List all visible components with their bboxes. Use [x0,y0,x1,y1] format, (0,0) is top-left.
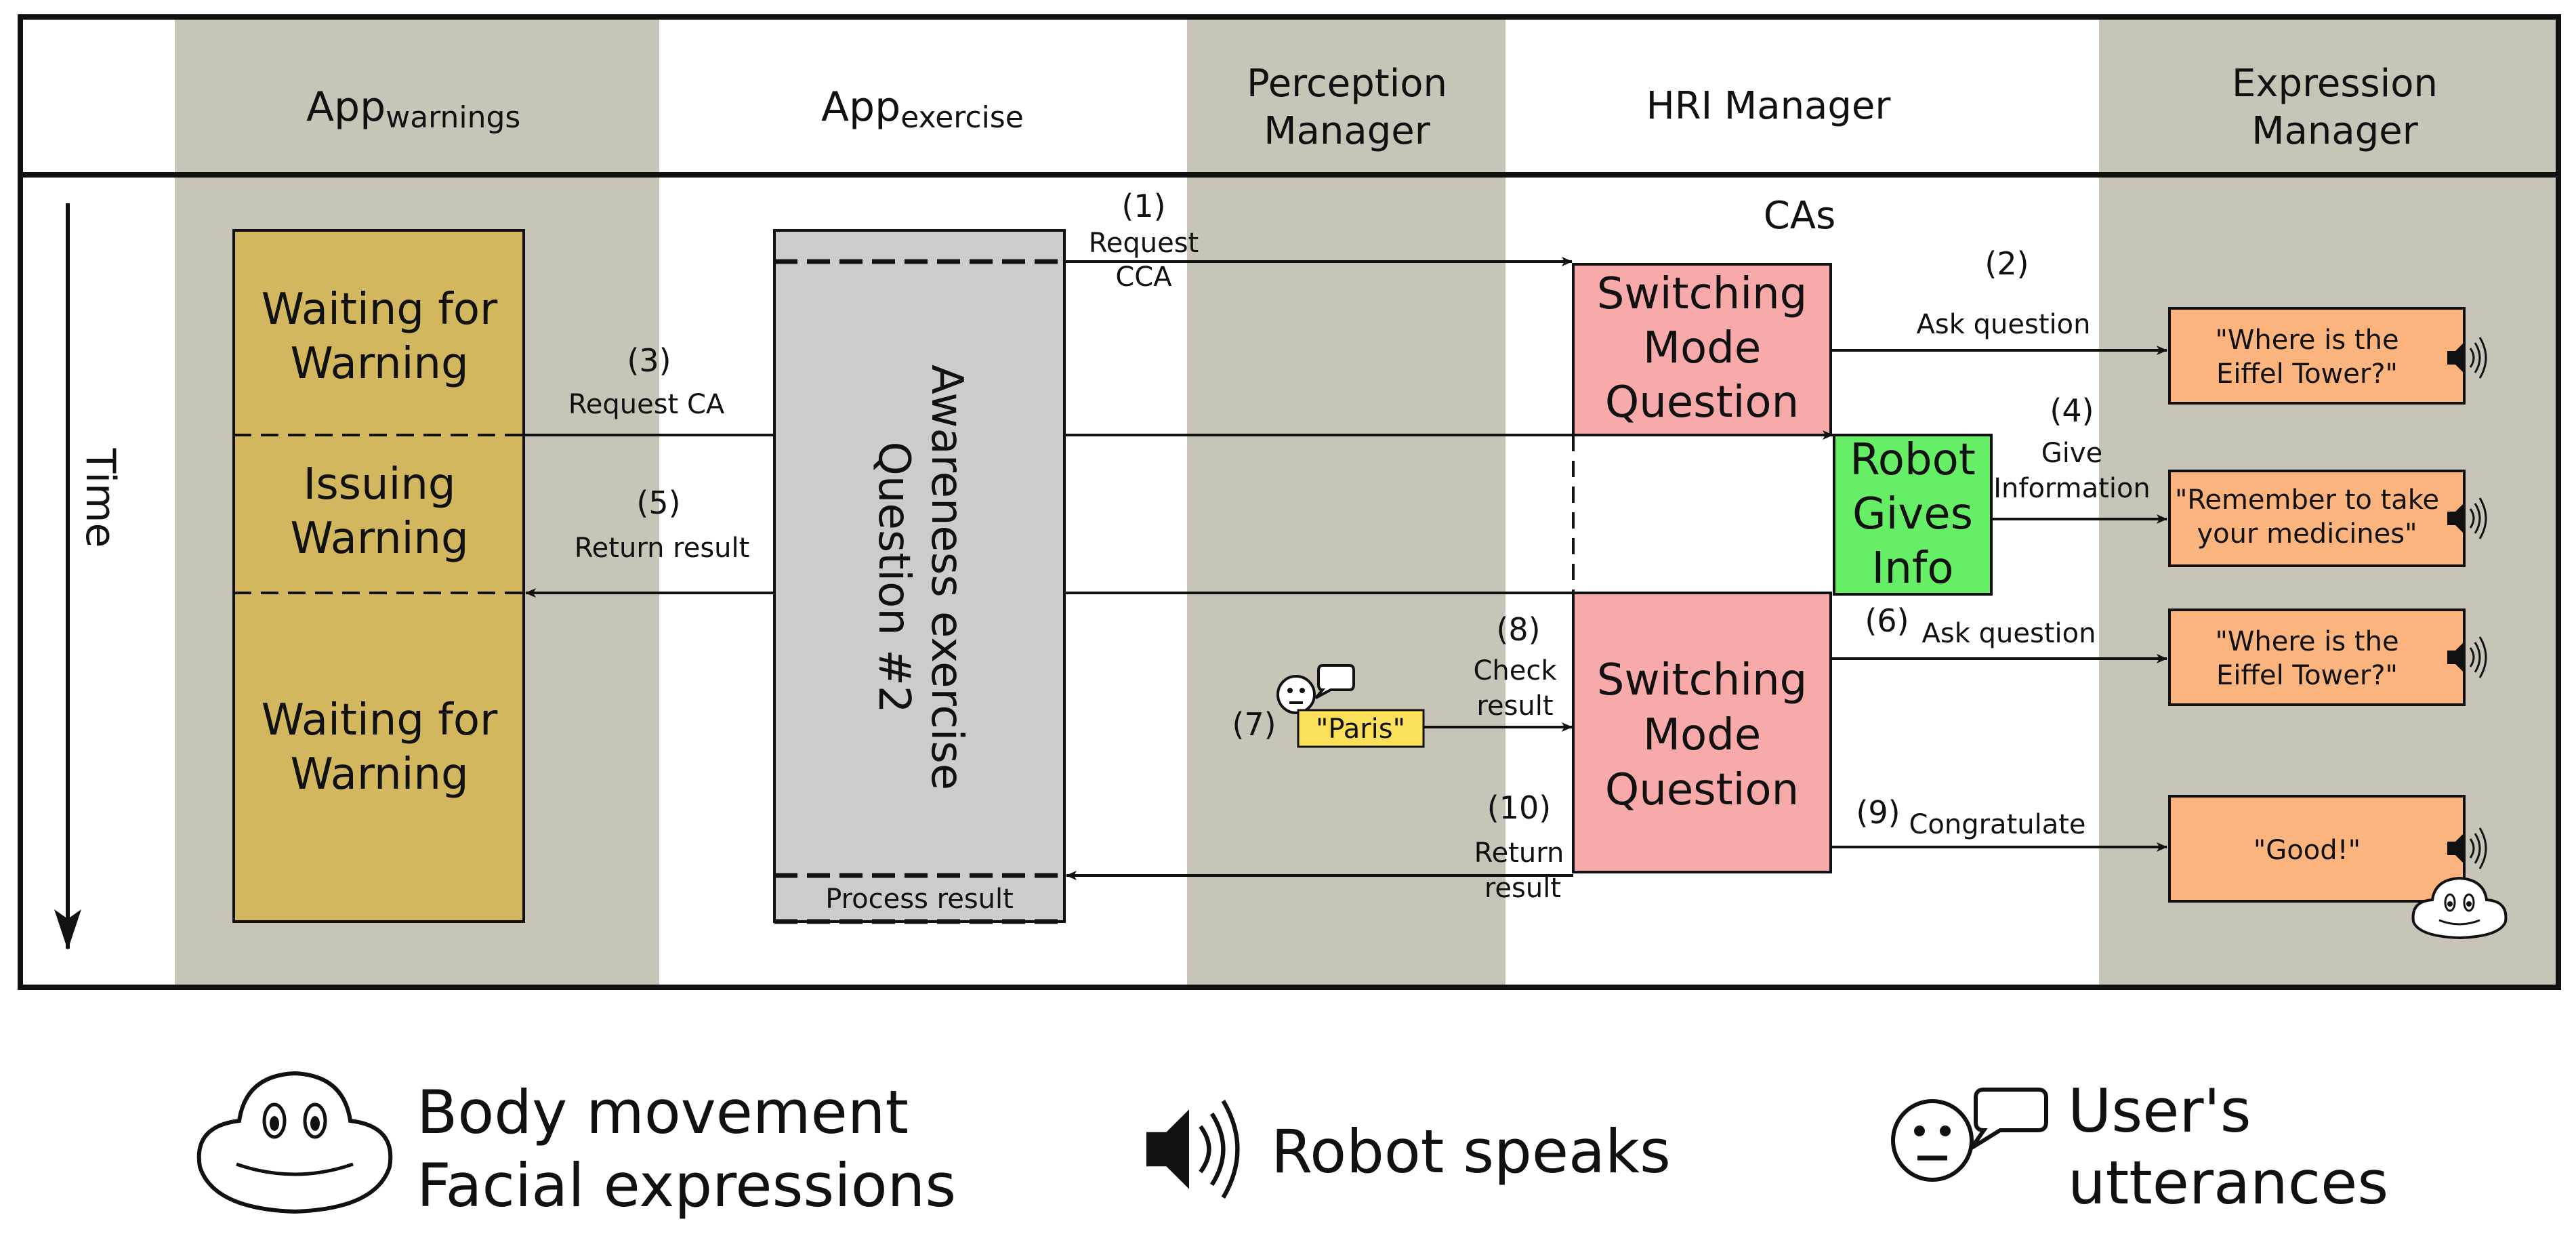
user-utterance: "Paris" [1276,664,1425,748]
robot-info-line2: Gives [1852,489,1973,539]
legend: Body movement Facial expressions Robot s… [196,1071,2388,1220]
time-label: Time [77,448,124,548]
app-warnings-states: Waiting for Warning Issuing Warning Wait… [232,229,525,923]
app-exercise: Awareness exercise Question #2 Process r… [773,229,1066,924]
diagram-frame [18,14,2561,990]
state-waiting-bottom-line1: Waiting for [262,695,498,745]
cas-label: CAs [1764,194,1836,238]
msg-5-num: (5) [636,484,680,521]
user-face-icon [1276,675,1316,714]
msg-8-label-line2: result [1476,690,1553,722]
switching-2-line2: Mode [1643,710,1761,760]
legend-user-utterances-line2: utterances [2068,1148,2388,1218]
speech-1-line2: Eiffel Tower?" [2216,358,2398,390]
robot-face-icon [196,1071,393,1214]
msg-7-num: (7) [1232,706,1276,743]
speaker-icon [1146,1100,1240,1199]
switching-mode-question-1 [1572,263,1832,436]
robot-gives-info [1833,434,1993,596]
state-issuing-line2: Warning [290,514,468,564]
switching-mode-question-2 [1572,592,1832,873]
legend-body-movement-line2: Facial expressions [417,1151,956,1220]
header-hri-manager: HRI Manager [1646,84,1892,128]
exercise-title-line2: Question #2 [869,442,919,714]
header-expression-manager-line2: Manager [2251,109,2418,153]
msg-1-label-line1: Request [1089,228,1199,259]
header-app-warnings: Appwarnings [306,83,520,135]
speech-bubble-icon [1314,664,1355,699]
legend-body-movement-line1: Body movement [417,1077,909,1147]
speech-4-line1: "Good!" [2253,835,2361,866]
msg-4-label-line2: Information [1993,473,2151,504]
lane-perception-manager [1187,17,1505,987]
legend-robot-speaks: Robot speaks [1271,1117,1671,1187]
msg-10-label-line1: Return [1474,838,1564,869]
robot-face-icon [2411,876,2508,940]
msg-4-num: (4) [2050,392,2094,429]
user-paris-box [1297,709,1425,748]
msg-3-label: Request CA [568,389,725,420]
header-perception-manager-line2: Manager [1264,109,1430,153]
switching-1-line3: Question [1605,377,1799,428]
exercise-box [773,229,1066,923]
speech-box-1 [2168,307,2466,405]
user-paris-label: "Paris" [1316,714,1405,745]
user-face-icon [1891,1099,1974,1182]
speech-3-line2: Eiffel Tower?" [2216,660,2398,691]
ca-boxes: Switching Mode Question Robot Gives Info… [1572,263,1993,873]
msg-8-num: (8) [1496,611,1540,648]
process-result-label: Process result [825,884,1014,915]
speech-box-4 [2168,795,2466,903]
state-waiting-top-line1: Waiting for [262,285,498,335]
state-waiting-bottom-line2: Warning [290,749,468,800]
speech-2-line2: your medicines" [2197,518,2417,550]
msg-10-num: (10) [1487,789,1551,826]
app-warnings-box [232,229,525,923]
header-expression-manager-line1: Expression [2232,62,2438,106]
state-waiting-top-line2: Warning [290,339,468,389]
switching-2-line3: Question [1605,765,1799,815]
msg-10-label-line2: result [1484,873,1561,904]
robot-info-line1: Robot [1850,435,1976,485]
msg-1-label-line2: CCA [1115,262,1172,293]
header-app-exercise: Appexercise [821,83,1024,135]
legend-user-utterances-line1: User's [2068,1076,2251,1146]
msg-9-num: (9) [1856,794,1900,831]
header-perception-manager-line1: Perception [1247,62,1447,106]
exercise-title-line1: Awareness exercise [921,365,972,790]
msg-5-label: Return result [575,533,750,564]
msg-8-label-line1: Check [1473,655,1557,686]
msg-6-num: (6) [1865,602,1909,639]
msg-2-label: Ask question [1917,309,2091,340]
msg-1-num: (1) [1121,188,1165,224]
msg-9-label: Congratulate [1909,809,2085,840]
message-arrows [524,257,2167,880]
state-issuing-line1: Issuing [303,459,455,510]
header: Appwarnings Appexercise Perception Manag… [306,62,2438,153]
switching-1-line2: Mode [1643,323,1761,373]
msg-2-num: (2) [1985,245,2029,282]
msg-6-label: Ask question [1922,618,2096,649]
speech-3-line1: "Where is the [2215,626,2398,657]
msg-4-label-line1: Give [2041,438,2102,469]
robot-info-line3: Info [1871,543,1953,594]
message-labels: (1) Request CCA (2) Ask question (3) Req… [568,188,2151,904]
speech-2-line1: "Remember to take [2175,484,2439,516]
switching-1-line1: Switching [1597,269,1808,319]
speech-1-line1: "Where is the [2215,325,2398,356]
switching-2-line1: Switching [1597,655,1808,705]
msg-3-num: (3) [627,342,671,379]
speech-bubble-icon [1970,1088,2048,1150]
speech-boxes: "Where is the Eiffel Tower?" "Remember t… [2168,307,2508,940]
time-axis: Time [54,203,124,950]
